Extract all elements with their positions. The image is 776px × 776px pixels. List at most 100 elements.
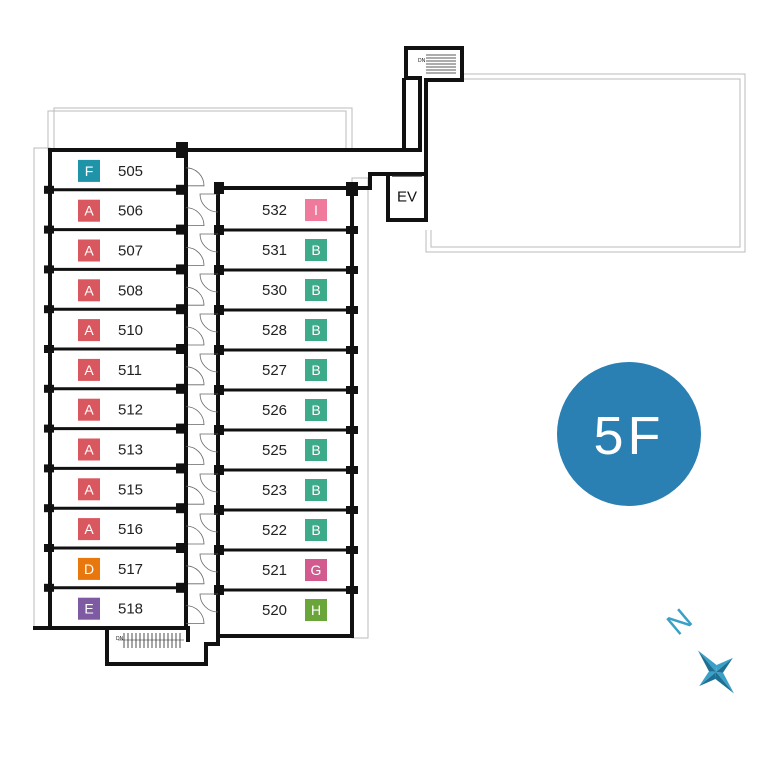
unit-type-badge (78, 159, 100, 182)
room-523: 523 B (262, 479, 327, 501)
unit-type-badge (78, 478, 100, 501)
unit-type-label: D (84, 561, 94, 577)
unit-type-label: A (84, 203, 94, 219)
unit-type-badge (78, 358, 100, 381)
unit-type-label: B (311, 282, 320, 298)
unit-type-badge (305, 279, 327, 301)
room-number: 511 (118, 362, 142, 379)
room-532: 532 I (262, 199, 327, 221)
room-number: 531 (262, 242, 287, 259)
unit-type-label: F (85, 163, 94, 179)
room-507: A 507 (78, 239, 143, 262)
unit-type-label: A (84, 521, 94, 537)
unit-type-badge (78, 557, 100, 580)
unit-type-label: A (84, 362, 94, 378)
room-number: 508 (118, 282, 143, 299)
room-530: 530 B (262, 279, 327, 301)
room-number: 523 (262, 482, 287, 499)
unit-type-label: H (311, 602, 321, 618)
room-number: 527 (262, 362, 287, 379)
unit-type-badge (305, 439, 327, 461)
room-number: 506 (118, 203, 143, 220)
stairs-north-label: DN (418, 58, 426, 64)
room-517: D 517 (78, 557, 143, 580)
unit-type-label: A (84, 322, 94, 338)
room-510: A 510 (78, 319, 143, 342)
elevator: EV (392, 175, 422, 206)
stairs-north: DN (418, 54, 456, 74)
room-number: 521 (262, 562, 287, 579)
room-number: 513 (118, 442, 143, 459)
balcony-outlines (33, 73, 746, 639)
unit-type-label: B (311, 402, 320, 418)
room-number: 515 (118, 481, 143, 498)
room-number: 516 (118, 521, 143, 538)
unit-type-badge (305, 319, 327, 341)
unit-type-badge (78, 438, 100, 461)
unit-type-label: A (84, 243, 94, 259)
unit-type-label: G (311, 562, 322, 578)
unit-type-badge (78, 518, 100, 541)
unit-type-badge (78, 398, 100, 421)
room-number: 532 (262, 202, 287, 219)
unit-type-badge (305, 479, 327, 501)
unit-type-badge (78, 239, 100, 262)
room-508: A 508 (78, 279, 143, 302)
room-525: 525 B (262, 439, 327, 461)
unit-type-label: E (84, 601, 93, 617)
unit-type-badge (78, 279, 100, 302)
room-number: 510 (118, 322, 143, 339)
unit-type-label: B (311, 322, 320, 338)
room-520: 520 H (262, 599, 327, 621)
room-528: 528 B (262, 319, 327, 341)
unit-type-badge (78, 597, 100, 620)
west-room-dividers (44, 142, 205, 624)
unit-type-label: A (84, 282, 94, 298)
floor-badge: 5F (557, 362, 701, 506)
room-number: 507 (118, 243, 143, 260)
room-number: 505 (118, 163, 143, 180)
room-506: A 506 (78, 199, 143, 222)
room-number: 517 (118, 561, 143, 578)
unit-type-badge (305, 239, 327, 261)
compass-north-label: N (661, 603, 699, 642)
room-number: 526 (262, 402, 287, 419)
room-526: 526 B (262, 399, 327, 421)
unit-type-badge (78, 199, 100, 222)
room-number: 522 (262, 522, 287, 539)
room-505: F 505 (78, 159, 143, 182)
unit-type-badge (78, 319, 100, 342)
room-number: 528 (262, 322, 287, 339)
room-516: A 516 (78, 518, 143, 541)
unit-type-badge (305, 519, 327, 541)
unit-type-label: A (84, 442, 94, 458)
unit-type-badge (305, 399, 327, 421)
floor-badge-circle (557, 362, 701, 506)
unit-type-badge (305, 199, 327, 221)
compass: N (661, 603, 734, 694)
east-room-dividers (199, 182, 358, 613)
room-511: A 511 (78, 358, 142, 381)
floor-label: 5F (593, 406, 664, 466)
room-number: 525 (262, 442, 287, 459)
unit-type-label: B (311, 482, 320, 498)
unit-type-badge (305, 559, 327, 581)
unit-type-label: B (311, 362, 320, 378)
room-527: 527 B (262, 359, 327, 381)
room-number: 530 (262, 282, 287, 299)
room-number: 520 (262, 602, 287, 619)
unit-type-label: I (314, 202, 318, 218)
stairs-south-label: DN (116, 636, 124, 642)
unit-type-label: B (311, 442, 320, 458)
room-513: A 513 (78, 438, 143, 461)
room-number: 512 (118, 402, 143, 419)
unit-type-badge (305, 359, 327, 381)
